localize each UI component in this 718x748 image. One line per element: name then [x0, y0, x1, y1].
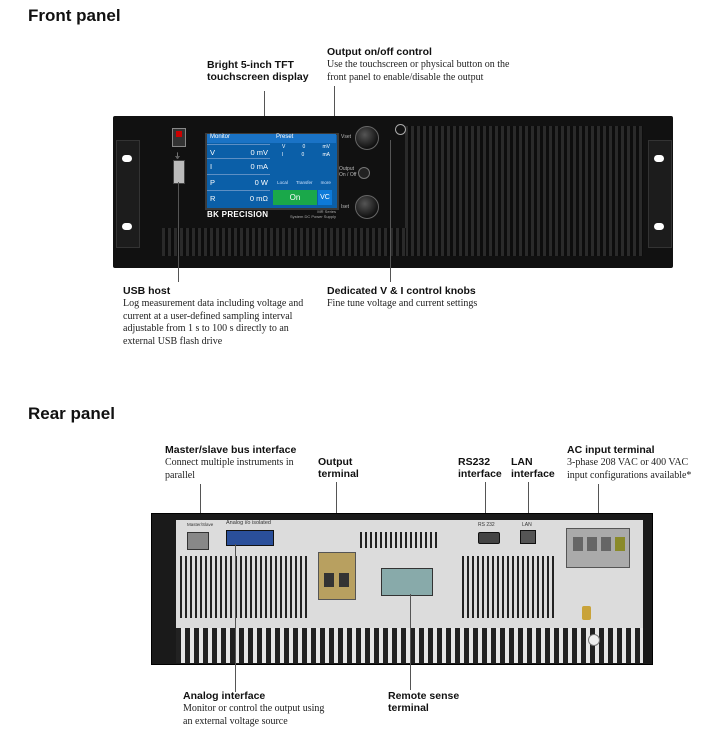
knobs-desc: Fine tune voltage and current settings — [327, 298, 478, 309]
rear-top-grille — [360, 532, 440, 548]
usb-label: USB host — [123, 285, 171, 297]
usb-callout: USB host Log measurement data including … — [123, 285, 303, 348]
bus-callout-line — [200, 484, 201, 534]
preset-header: Preset — [273, 134, 336, 143]
ac-callout-line — [598, 484, 599, 530]
silk-rs232: RS 232 — [478, 522, 495, 528]
rear-left-grille — [180, 556, 310, 618]
bus-desc: Connect multiple instruments in parallel — [165, 457, 294, 481]
display-callout-line — [264, 91, 265, 134]
output-callout-line — [334, 86, 335, 134]
usb-callout-line — [178, 182, 179, 282]
transfer-softkey[interactable]: Transfer — [295, 180, 313, 185]
front-lower-grille — [162, 228, 406, 256]
rear-right-grille — [462, 556, 554, 618]
screen-softkeys: Local Transfer more — [273, 180, 335, 185]
voltage-knob[interactable] — [355, 126, 379, 150]
master-slave-port[interactable] — [187, 532, 209, 550]
left-rack-ear — [116, 140, 140, 248]
on-button[interactable]: On — [273, 190, 317, 205]
usb-icon: ⏚ — [174, 153, 181, 160]
silk-lan: LAN — [522, 522, 532, 528]
silk-analog: Analog i/o isolated — [226, 520, 271, 526]
bus-callout: Master/slave bus interface Connect multi… — [165, 444, 296, 482]
lan-label: LAN interface — [511, 456, 555, 480]
knobs-label: Dedicated V & I control knobs — [327, 285, 476, 297]
remote-sense-line — [410, 594, 411, 690]
ac-callout: AC input terminal 3-phase 208 VAC or 400… — [567, 444, 691, 482]
series-label: MR Series System DC Power Supply — [290, 209, 337, 219]
output-terminal[interactable] — [318, 552, 356, 600]
knobs-callout-line — [390, 140, 391, 282]
output-terminal-label: Output terminal — [318, 456, 359, 480]
analog-callout-line — [235, 544, 236, 692]
bus-label: Master/slave bus interface — [165, 444, 297, 456]
ground-post[interactable] — [582, 606, 591, 620]
vc-indicator: VC — [318, 190, 332, 205]
analog-desc: Monitor or control the output using an e… — [183, 703, 325, 727]
brand-logo: BK PRECISION — [207, 210, 269, 219]
analog-connector[interactable] — [226, 530, 274, 546]
output-onoff-label: Output On / Off — [339, 166, 357, 178]
output-label: Output on/off control — [327, 46, 432, 58]
right-rack-ear — [648, 140, 672, 248]
power-switch[interactable] — [172, 128, 186, 147]
usb-port[interactable] — [173, 160, 185, 184]
output-onoff-button[interactable] — [358, 167, 370, 179]
remote-sense-label: Remote sense terminal — [388, 690, 460, 714]
ac-label: AC input terminal — [567, 444, 655, 456]
ground-symbol-icon — [588, 634, 600, 646]
remote-sense-terminal[interactable] — [381, 568, 433, 596]
more-softkey[interactable]: more — [320, 180, 331, 185]
output-desc: Use the touchscreen or physical button o… — [327, 59, 510, 83]
ac-desc: 3-phase 208 VAC or 400 VAC input configu… — [567, 457, 692, 481]
current-knob[interactable] — [355, 195, 379, 219]
monitor-header: Monitor — [207, 134, 273, 143]
rs232-label: RS232 interface — [458, 456, 502, 480]
analog-label: Analog interface — [183, 690, 266, 702]
lan-callout-line — [528, 482, 529, 530]
output-callout: Output on/off control Use the touchscree… — [327, 46, 509, 84]
iset-label: Iset — [341, 204, 350, 210]
rear-panel-title: Rear panel — [28, 404, 115, 423]
rear-lower-grille — [176, 628, 643, 663]
usb-desc: Log measurement data including voltage a… — [123, 298, 304, 347]
rs232-callout-line — [485, 482, 486, 530]
display-label: Bright 5-inch TFT touchscreen display — [207, 59, 309, 83]
ground-screw-icon — [395, 124, 406, 135]
vset-label: Vset — [341, 134, 352, 140]
front-vent-grille — [405, 126, 643, 256]
local-softkey[interactable]: Local — [277, 180, 288, 185]
analog-callout: Analog interface Monitor or control the … — [183, 690, 324, 728]
rs232-port[interactable] — [478, 532, 500, 544]
knobs-callout: Dedicated V & I control knobs Fine tune … — [327, 285, 477, 311]
front-panel-title: Front panel — [28, 6, 121, 25]
silk-master-slave: Master/Slave — [187, 522, 214, 527]
lan-port[interactable] — [520, 530, 536, 544]
ac-input-terminal[interactable] — [566, 528, 630, 568]
